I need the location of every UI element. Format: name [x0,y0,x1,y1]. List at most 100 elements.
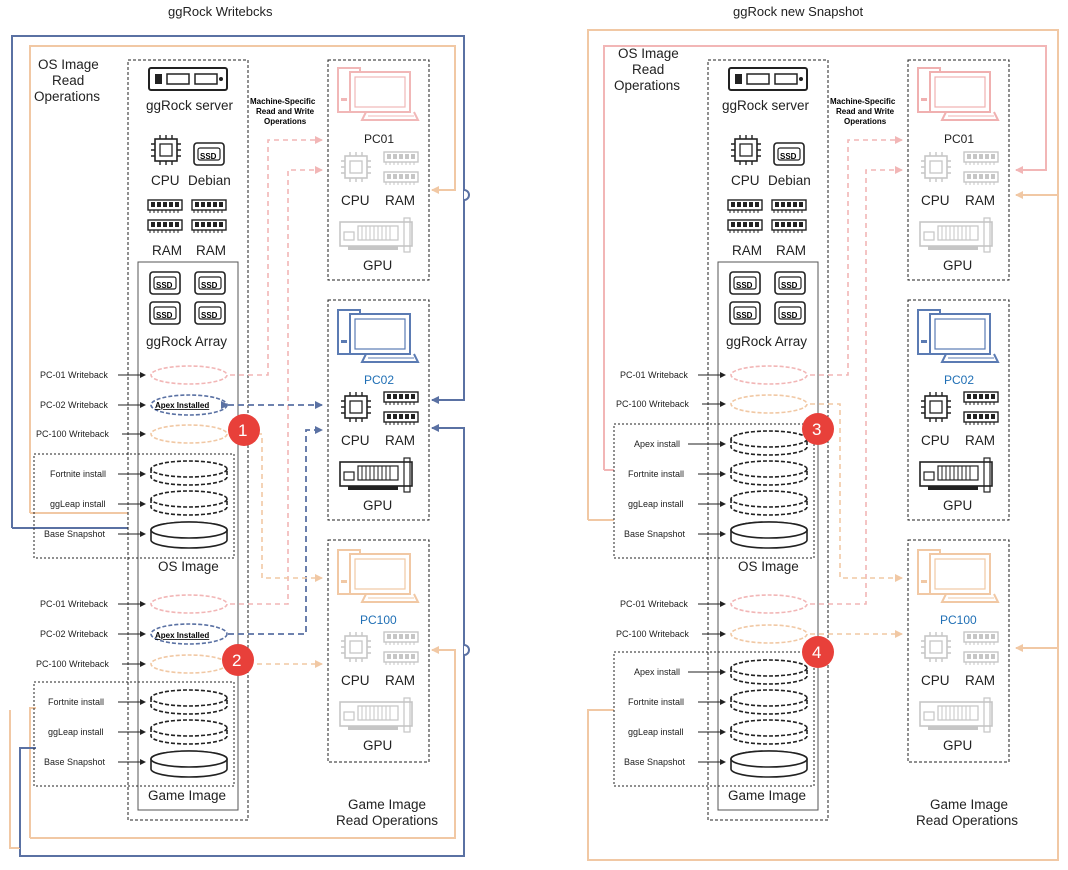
cpu-label: CPU [921,193,950,208]
svg-text:SSD: SSD [736,311,753,320]
ram-label: RAM [965,193,995,208]
gpu-label: GPU [943,498,972,513]
cpu-label: CPU [341,193,370,208]
machine-specific-label-1: Machine-Specific [830,97,896,106]
pc100-label: PC100 [940,613,977,627]
os-image-label: OS Image [738,559,799,574]
os-image-read-label-2: Read [632,62,664,77]
pc100-box [327,539,430,763]
os-image-label: OS Image [158,559,219,574]
os-image-read-label-2: Read [52,73,84,88]
machine-specific-label-1: Machine-Specific [250,97,316,106]
game-image-label: Game Image [148,788,226,803]
cpu-icon [150,134,182,166]
os-image-read-label-3: Operations [614,78,680,93]
pc02-writeback-label: PC-02 Writeback [40,400,108,410]
ggrock-array-label: ggRock Array [146,334,227,349]
server-icon [148,67,228,91]
pc02-desktop-icon [337,309,419,363]
ram-icon [191,199,227,214]
base-snapshot-label: Base Snapshot [44,529,106,539]
cpu-icon [730,134,762,166]
fortnite-install-label: Fortnite install [628,469,684,479]
os-image-read-label-3: Operations [34,89,100,104]
game-image-label: Game Image [728,788,806,803]
pc01-writeback-disk [150,365,228,385]
machine-specific-label-3: Operations [844,117,887,126]
badge-2 [222,644,254,676]
pc01-label: PC01 [364,132,394,146]
pc02-writeback-label: PC-02 Writeback [40,629,108,639]
gpu-label: GPU [943,738,972,753]
pc01-box [907,59,1010,281]
ggrock-server-label: ggRock server [146,98,234,113]
ram-label: RAM [385,433,415,448]
game-image-read-label-2: Read Operations [336,813,438,828]
gpu-label: GPU [943,258,972,273]
badge-3-label: 3 [812,420,821,439]
ram-icon [191,219,227,234]
machine-specific-label-2: Read and Write [256,107,315,116]
os-read-pink-line [603,45,1047,470]
ram-label: RAM [965,673,995,688]
badge-4-label: 4 [812,643,821,662]
cpu-label: CPU [731,173,760,188]
machine-specific-label-3: Operations [264,117,307,126]
right-title: ggRock new Snapshot [733,4,863,19]
ggrock-array-label: ggRock Array [726,334,807,349]
ram-label: RAM [196,243,226,258]
base-snapshot-disk [150,521,228,549]
fortnite-install-disk [150,460,228,486]
svg-text:SSD: SSD [200,152,217,161]
badge-1 [228,414,260,446]
ggleap-install-disk [150,719,228,745]
ram-icon [147,219,183,234]
debian-label: Debian [768,173,811,188]
left-title: ggRock Writebcks [168,4,273,19]
fortnite-install-label: Fortnite install [50,469,106,479]
os-image-layers-box [33,453,235,559]
server-icon [728,67,808,91]
game-image-read-label-2: Read Operations [916,813,1018,828]
pc100-desktop-icon [337,549,419,603]
svg-text:SSD: SSD [201,281,218,290]
pc01-box [327,59,430,281]
game-image-layers-box [33,681,235,787]
apex-install-label: Apex install [634,439,680,449]
badge-2-label: 2 [232,651,241,670]
game-image-read-label-1: Game Image [930,797,1008,812]
ggrock-array-box [717,261,819,811]
pc100-label: PC100 [360,613,397,627]
right-diagram: OS Image Read Operations ggRock server S… [587,29,1059,861]
pc100-box [907,539,1010,763]
outer-peach-loop [587,29,1059,861]
pc100-writeback-label: PC-100 Writeback [36,429,109,439]
ggleap-install-disk [150,490,228,516]
svg-text:SSD: SSD [780,152,797,161]
cpu-label: CPU [341,673,370,688]
gpu-label: GPU [363,498,392,513]
pc01-label: PC01 [944,132,974,146]
svg-text:SSD: SSD [736,281,753,290]
fortnite-install-label: Fortnite install [48,697,104,707]
base-snapshot-label: Base Snapshot [44,757,106,767]
pc02-label: PC02 [364,373,394,387]
base-snapshot-disk [150,750,228,778]
os-read-line-blue [11,35,465,528]
ggleap-install-label: ggLeap install [628,727,684,737]
cpu-label: CPU [921,673,950,688]
base-snapshot-label: Base Snapshot [624,757,686,767]
pc100-writeback-label: PC-100 Writeback [616,399,689,409]
badge-3 [802,413,834,445]
gpu-label: GPU [363,738,392,753]
pc01-desktop-icon [337,67,419,121]
cpu-label: CPU [921,433,950,448]
os-image-read-label-1: OS Image [38,57,99,72]
gpu-label: GPU [363,258,392,273]
svg-text:SSD: SSD [156,281,173,290]
ram-label: RAM [776,243,806,258]
game-image-read-label-1: Game Image [348,797,426,812]
left-diagram: OS Image Read Operations ggRock server S… [9,35,470,857]
ggleap-install-label: ggLeap install [48,727,104,737]
